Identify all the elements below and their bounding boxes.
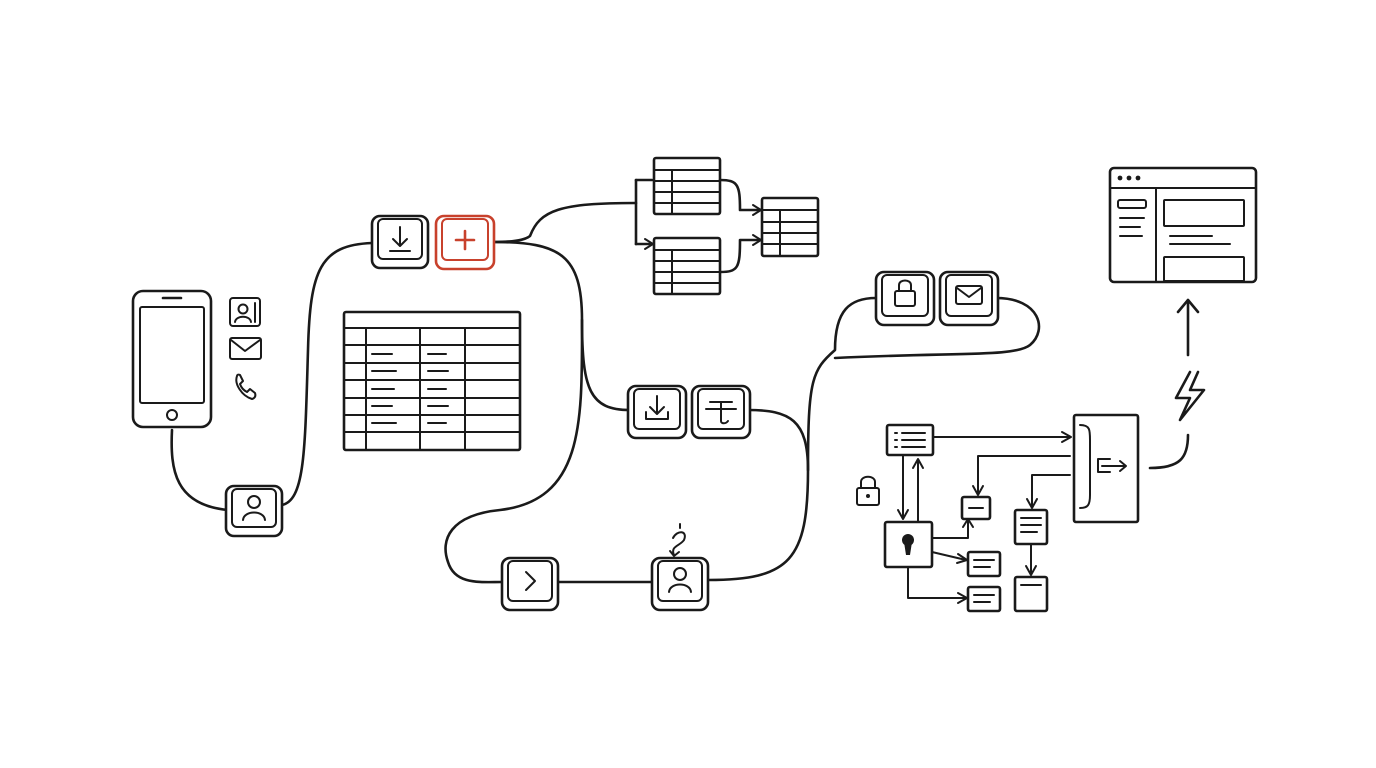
connector-phone-to-user <box>170 428 230 512</box>
phone-call-icon <box>235 373 257 400</box>
table-icon-lower <box>652 236 722 296</box>
contact-card-icon <box>229 297 261 327</box>
connector-table-merge-b <box>718 238 762 274</box>
logout-panel-icon <box>1072 413 1140 524</box>
document-icon-column <box>1013 508 1049 546</box>
text-key-middle[interactable] <box>690 384 752 440</box>
connector-table-merge-a <box>718 178 762 212</box>
lock-icon <box>894 279 916 307</box>
user-icon <box>668 567 692 593</box>
download-icon <box>389 226 411 252</box>
connector-add-to-middle <box>492 240 632 412</box>
connector-table-to-chevron <box>444 318 584 584</box>
table-icon-merged <box>760 196 820 258</box>
smartphone-icon <box>131 289 213 429</box>
keyhole-icon <box>883 520 934 569</box>
connector-panel-to-lightning <box>1148 433 1190 470</box>
mail-icon <box>955 285 983 305</box>
document-icon-lower <box>966 585 1002 613</box>
document-icon-top <box>885 423 935 457</box>
user-key-bottom[interactable] <box>650 523 710 612</box>
text-format-icon <box>705 401 737 425</box>
connectors <box>170 178 1200 584</box>
download-icon <box>645 395 669 420</box>
lock-icon-small <box>856 475 880 506</box>
browser-window-icon <box>1108 166 1258 284</box>
minus-card-icon <box>960 495 992 521</box>
auth-flow <box>856 413 1140 613</box>
connector-user-to-lock <box>706 296 878 582</box>
download-key-top[interactable] <box>370 214 430 270</box>
chevron-key-bottom[interactable] <box>500 556 560 612</box>
user-icon <box>242 495 266 521</box>
lock-key[interactable] <box>874 270 936 327</box>
chevron-right-icon <box>525 571 536 591</box>
download-key-middle[interactable] <box>626 384 688 440</box>
document-icon-mid <box>966 550 1002 578</box>
connector-mail-loop <box>833 296 1041 360</box>
user-key-left[interactable] <box>224 484 284 538</box>
connector-user-to-download <box>280 241 374 507</box>
mail-icon <box>229 337 262 360</box>
mail-key[interactable] <box>938 270 1000 327</box>
table-icon-upper <box>652 156 722 216</box>
connector-text-key-right <box>746 408 810 472</box>
refresh-icon <box>669 523 686 557</box>
add-key-top[interactable] <box>434 214 496 271</box>
data-table-icon <box>342 310 522 452</box>
arrowhead-browser <box>1176 298 1200 314</box>
document-icon-bottom <box>1013 575 1049 613</box>
lightning-icon <box>1174 370 1206 422</box>
plus-icon <box>454 229 476 251</box>
connector-add-to-tables <box>492 201 638 244</box>
